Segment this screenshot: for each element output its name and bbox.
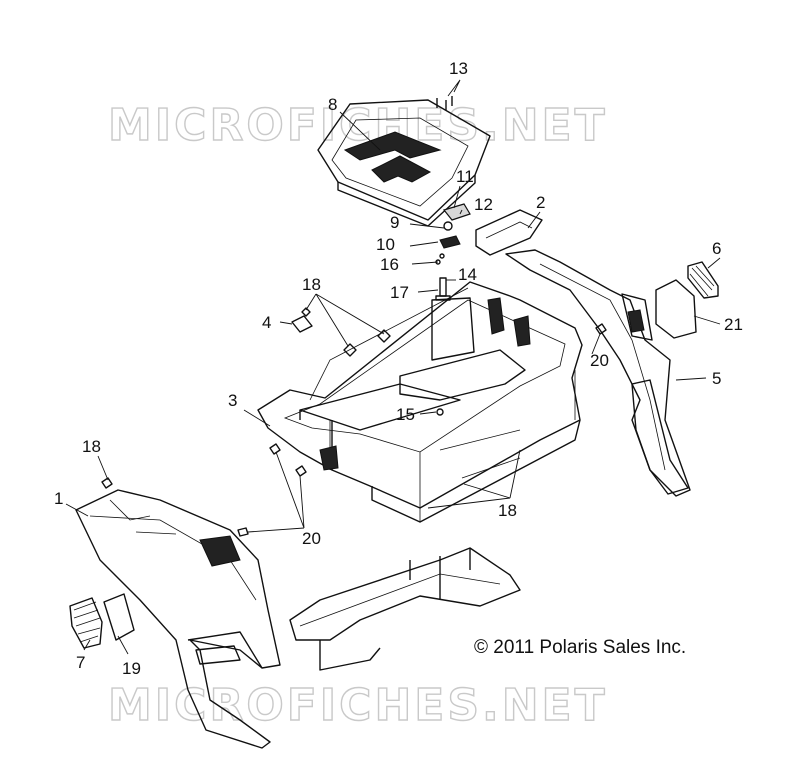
- part-5-right-panel: [505, 249, 691, 497]
- callout-21: 21: [724, 315, 743, 334]
- watermark-bottom: MICROFICHES.NET: [108, 680, 608, 731]
- chassis-frame: [289, 547, 521, 671]
- part-4-nut: [291, 315, 313, 333]
- part-6-vent-grille-right: [687, 261, 719, 299]
- part-7-vent-grille-left: [69, 597, 103, 649]
- callout-10: 10: [376, 235, 395, 254]
- callout-20-right: 20: [590, 351, 609, 370]
- part-13-screws: [436, 96, 453, 110]
- watermark-top: MICROFICHES.NET: [108, 100, 608, 151]
- callout-3: 3: [228, 391, 237, 410]
- leader-lines: [65, 79, 721, 655]
- callout-15: 15: [396, 405, 415, 424]
- part-20-clips: [237, 323, 607, 537]
- callout-1: 1: [54, 489, 63, 508]
- callout-12: 12: [474, 195, 493, 214]
- callouts: 13 8 11 2 12 9 10 16 14 6 17 18 4 21 20 …: [54, 59, 743, 678]
- callout-13: 13: [449, 59, 468, 78]
- callout-20-left: 20: [302, 529, 321, 548]
- part-11-12-hardware: [435, 203, 471, 265]
- callout-2: 2: [536, 193, 545, 212]
- part-15-fastener: [436, 408, 444, 416]
- callout-18-top: 18: [302, 275, 321, 294]
- part-2-bracket: [475, 209, 543, 256]
- callout-18-bottom: 18: [498, 501, 517, 520]
- callout-17: 17: [390, 283, 409, 302]
- callout-6: 6: [712, 239, 721, 258]
- callout-9: 9: [390, 213, 399, 232]
- callout-11: 11: [456, 167, 474, 186]
- callout-5: 5: [712, 369, 721, 388]
- callout-4: 4: [262, 313, 271, 332]
- part-8-top-cover: [317, 99, 491, 227]
- copyright-notice: © 2011 Polaris Sales Inc.: [474, 637, 686, 658]
- part-18-clips: [101, 307, 391, 489]
- part-19-pad-left: [103, 593, 135, 641]
- callout-14: 14: [458, 265, 477, 284]
- part-1-left-panel: [75, 489, 281, 749]
- callout-7: 7: [76, 653, 85, 672]
- callout-19: 19: [122, 659, 141, 678]
- part-21-pad-right: [655, 279, 697, 339]
- part-3-cargo-box: [257, 281, 583, 523]
- callout-8: 8: [328, 95, 337, 114]
- callout-16: 16: [380, 255, 399, 274]
- callout-18-left: 18: [82, 437, 101, 456]
- part-17-bolt: [435, 277, 451, 301]
